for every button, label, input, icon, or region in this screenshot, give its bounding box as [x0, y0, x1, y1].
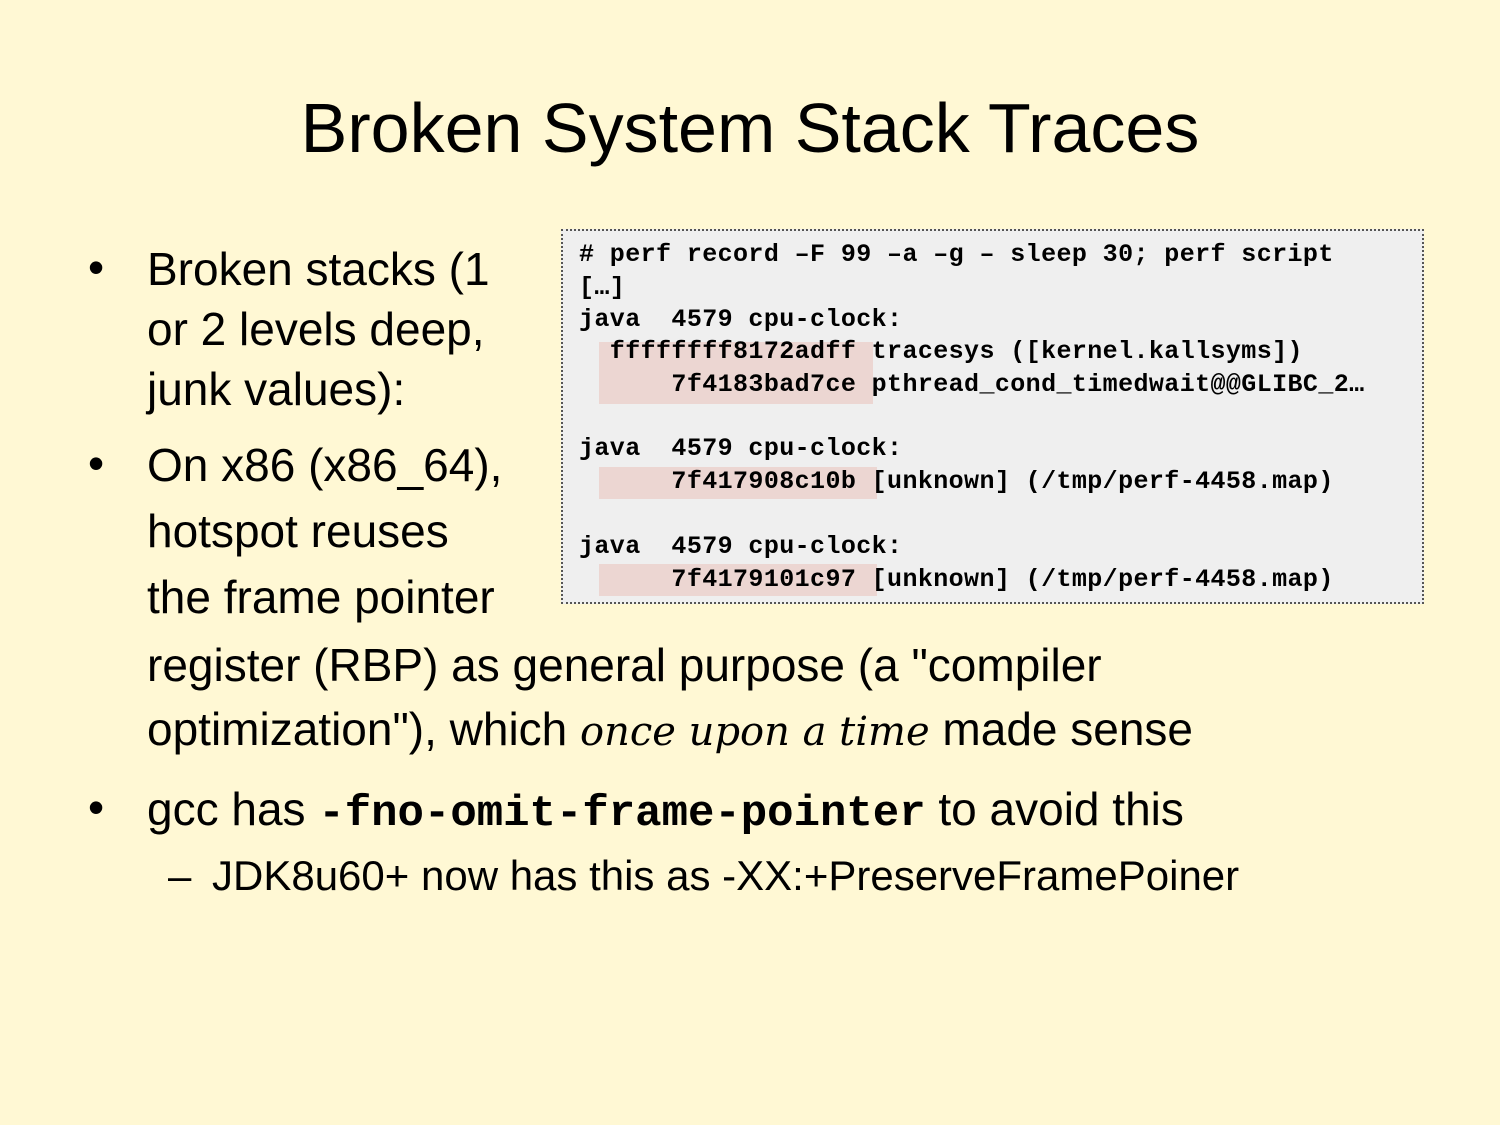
bullet-marker: • [88, 781, 105, 833]
text: to avoid this [925, 783, 1184, 835]
bullet-2-line: optimization"), which once upon a time m… [147, 698, 1193, 763]
bullet-marker: • [88, 241, 105, 293]
code-block: # perf record –F 99 –a –g – sleep 30; pe… [561, 229, 1424, 604]
text: optimization"), which [147, 703, 581, 755]
highlight [599, 342, 873, 404]
sub-bullet-dash: – [168, 852, 192, 899]
code-flag: -fno-omit-frame-pointer [318, 789, 926, 839]
code-line: ffffffff8172adff tracesys ([kernel.kalls… [579, 337, 1303, 366]
bullet-2-line: On x86 (x86_64), [147, 439, 503, 491]
bullet-2-line: the frame pointer [147, 571, 495, 623]
slide-title: Broken System Stack Traces [300, 89, 1200, 167]
highlight [599, 564, 877, 596]
bullet-1-line: or 2 levels deep, [147, 303, 485, 355]
code-line: java 4579 cpu-clock: [579, 305, 903, 334]
bullet-marker: • [88, 437, 105, 489]
highlight [599, 467, 877, 499]
code-line: 7f4179101c97 [unknown] (/tmp/perf-4458.m… [579, 565, 1334, 594]
bullet-1-line: junk values): [147, 363, 406, 415]
code-line: java 4579 cpu-clock: [579, 434, 903, 463]
bullet-3: gcc has -fno-omit-frame-pointer to avoid… [147, 778, 1184, 845]
text: made sense [929, 703, 1194, 755]
code-line: 7f417908c10b [unknown] (/tmp/perf-4458.m… [579, 467, 1334, 496]
code-line: 7f4183bad7ce pthread_cond_timedwait@@GLI… [579, 370, 1365, 399]
bullet-1-line: Broken stacks (1 [147, 243, 490, 295]
bullet-2-line: hotspot reuses [147, 505, 449, 557]
code-line: # perf record –F 99 –a –g – sleep 30; pe… [579, 240, 1334, 269]
text: gcc has [147, 783, 319, 835]
sub-bullet: JDK8u60+ now has this as -XX:+PreserveFr… [212, 852, 1240, 899]
code-line: java 4579 cpu-clock: [579, 532, 903, 561]
code-line: […] [579, 273, 626, 302]
bullet-2-line: register (RBP) as general purpose (a "co… [147, 639, 1102, 691]
italic-text: once upon a time [580, 709, 930, 755]
